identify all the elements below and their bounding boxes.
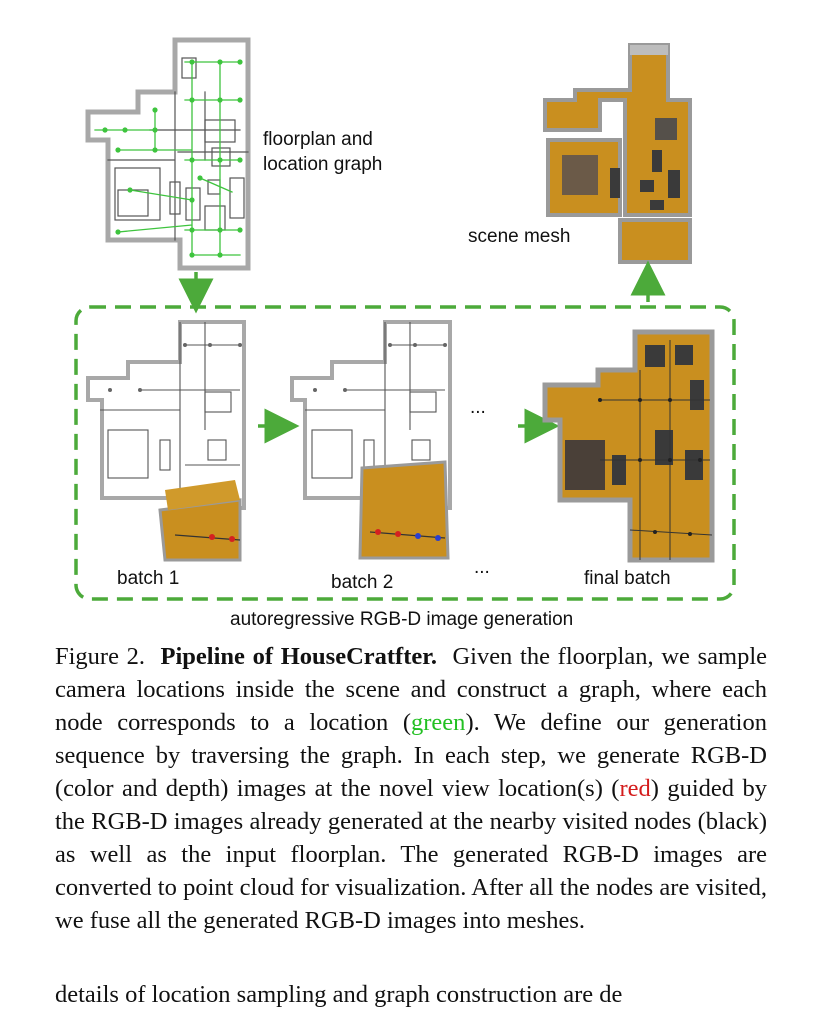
caption-red-word: red	[619, 775, 651, 802]
batch-2-view	[290, 320, 452, 560]
caption-title: Pipeline of HouseCratfter.	[160, 643, 438, 670]
floorplan-label-line1: floorplan and	[263, 129, 373, 150]
scene-mesh-label: scene mesh	[468, 226, 571, 247]
caption-part2: ). We define our generation sequence by …	[55, 709, 767, 802]
ellipsis-bottom: ...	[474, 557, 490, 578]
batch-1-label: batch 1	[117, 568, 180, 589]
process-label: autoregressive RGB-D image generation	[230, 609, 574, 630]
figure-caption: Figure 2. Pipeline of HouseCratfter. Giv…	[55, 640, 767, 937]
pipeline-figure: floorplan and location graph scene mesh …	[74, 37, 736, 630]
ellipsis-top: ...	[470, 397, 486, 418]
batch-1-view	[86, 320, 246, 562]
floorplan-graph	[85, 37, 251, 271]
caption-green-word: green	[411, 709, 466, 736]
dashed-box	[74, 305, 736, 601]
caption-part1: Given the floorplan, we sample camera lo…	[55, 643, 768, 736]
final-batch-view	[542, 329, 715, 563]
final-batch-label: final batch	[584, 568, 671, 589]
batch-2-label: batch 2	[331, 572, 394, 593]
caption-prefix: Figure 2.	[55, 643, 146, 670]
pipeline-diagram	[74, 37, 736, 601]
caption-part3: ) guided by the RGB-D images already gen…	[55, 775, 767, 934]
floorplan-label-line2: location graph	[263, 154, 383, 175]
scene-mesh	[543, 43, 692, 264]
body-text-cut: details of location sampling and graph c…	[55, 981, 623, 1008]
